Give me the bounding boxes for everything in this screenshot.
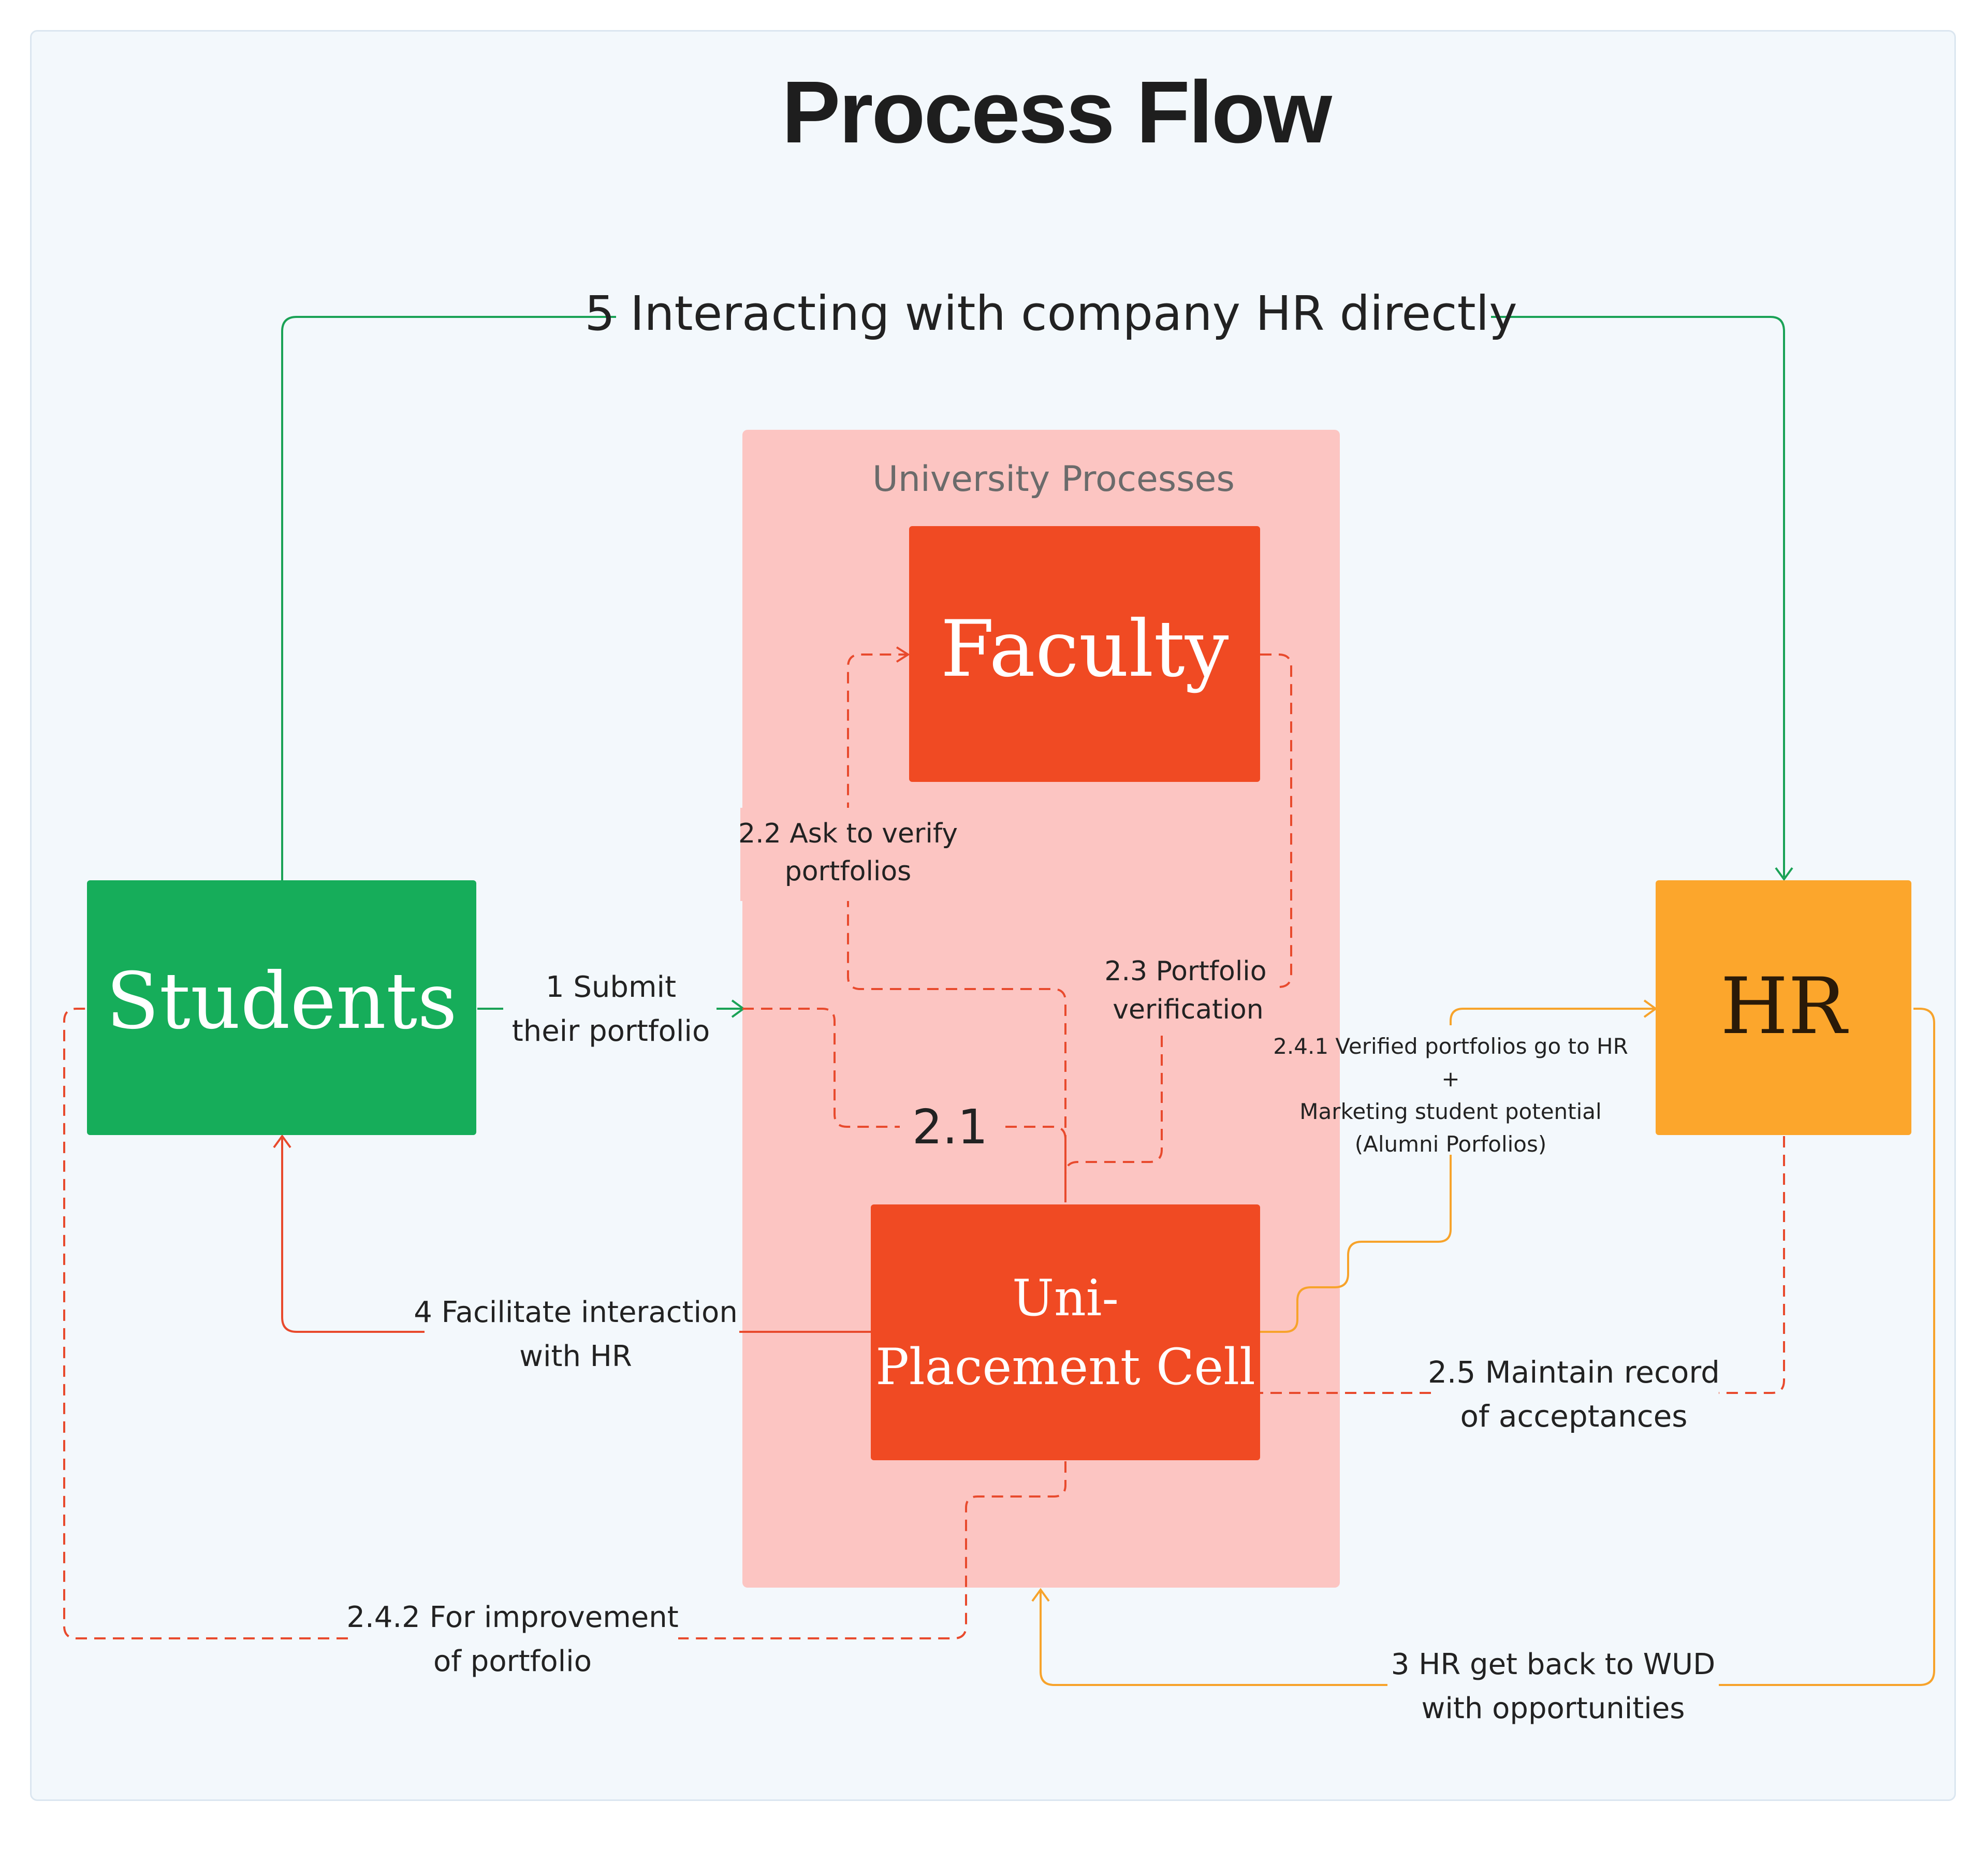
placement-cell-node[interactable]: Uni- Placement Cell: [871, 1204, 1260, 1460]
edge-label-verified-1: 2.4.1 Verified portfolios go to HR: [1273, 1034, 1628, 1059]
arrowhead-facilitate: [273, 1134, 291, 1149]
edge-label-2-1: 2.1: [912, 1099, 988, 1155]
faculty-node[interactable]: Faculty: [909, 526, 1260, 782]
hr-label: HR: [1720, 962, 1849, 1052]
edge-label-improve-2: of portfolio: [433, 1645, 592, 1678]
edge-label-portfolio-verif-2: verification: [1113, 994, 1263, 1025]
edge-label-improve-1: 2.4.2 For improvement: [346, 1601, 678, 1634]
diagram-title: Process Flow: [782, 63, 1333, 162]
faculty-label: Faculty: [941, 604, 1229, 694]
arrowhead-hr-direct: [1775, 867, 1793, 881]
edge-label-verified-2: +: [1441, 1066, 1459, 1092]
label-bg: [740, 808, 958, 901]
arrowhead-ask-verify: [896, 646, 910, 663]
edge-label-submit-1: 1 Submit: [546, 970, 676, 1004]
edge-label-portfolio-verif-1: 2.3 Portfolio: [1104, 956, 1266, 987]
edge-2-1-out: [1005, 1126, 1066, 1202]
students-node[interactable]: Students: [87, 880, 476, 1135]
edge-ask-verify: [847, 653, 1066, 1202]
edge-label-maintain-1: 2.5 Maintain record: [1428, 1355, 1720, 1390]
group-label: University Processes: [872, 459, 1235, 500]
edge-label-verified-4: (Alumni Porfolios): [1355, 1131, 1547, 1157]
edge-verified-lower: [1260, 1155, 1452, 1333]
placement-label-line1: Uni-: [1012, 1269, 1119, 1327]
edge-label-interact-hr: 5 Interacting with company HR directly: [584, 286, 1517, 341]
edge-label-ask-verify-2: portfolios: [785, 856, 912, 887]
edge-verified-upper: [1450, 1008, 1655, 1025]
placement-label-line2: Placement Cell: [875, 1338, 1255, 1396]
edge-label-facilitate-2: with HR: [519, 1340, 632, 1373]
edge-hr-back-right: [1719, 1008, 1935, 1686]
students-label: Students: [106, 956, 457, 1047]
edge-portfolio-verif-top: [1260, 653, 1292, 988]
edge-hr-back-left: [1040, 1591, 1387, 1686]
edge-portfolio-verif-bottom: [1064, 1036, 1163, 1202]
edge-label-maintain-2: of acceptances: [1460, 1399, 1688, 1434]
edge-label-facilitate-1: 4 Facilitate interaction: [414, 1296, 738, 1329]
edge-improve-right: [678, 1461, 1066, 1639]
edge-label-ask-verify-1: 2.2 Ask to verify: [738, 818, 958, 849]
arrowhead-hr-back: [1031, 1588, 1050, 1602]
edge-label-hr-back-2: with opportunities: [1422, 1692, 1685, 1725]
edge-label-hr-back-1: 3 HR get back to WUD: [1391, 1648, 1715, 1681]
edge-maintain-right: [1719, 1136, 1785, 1394]
edge-2-1-in: [742, 1008, 900, 1128]
label-bg: [616, 280, 1491, 357]
edge-facilitate-left: [281, 1137, 425, 1333]
edge-label-verified-3: Marketing student potential: [1299, 1099, 1601, 1124]
hr-node[interactable]: HR: [1656, 880, 1911, 1135]
edge-label-submit-2: their portfolio: [512, 1014, 710, 1048]
